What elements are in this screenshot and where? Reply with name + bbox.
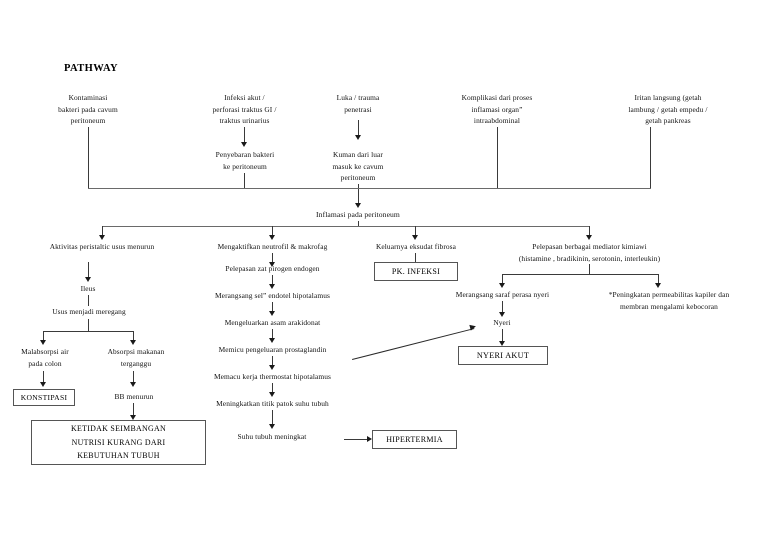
node-thermostat: Memacu kerja thermostat hipotalamus [214, 372, 331, 381]
diagnosis-pk-infeksi[interactable]: PK. INFEKSI [374, 262, 458, 281]
arrow-absorpsi-to-bb [130, 382, 136, 387]
connector-malabsorpsi-to-konstipasi [43, 371, 44, 384]
arrow-titikpatok-to-suhu [269, 424, 275, 429]
connector-mediator-split-bar [502, 274, 658, 275]
node-inflamasi-peritoneum: Inflamasi pada peritoneum [316, 210, 400, 219]
arrow-neutrofil-to-pirogen [269, 262, 275, 267]
node-malabsorpsi: Malabsorpsi air pada colon [21, 347, 69, 368]
connector-prostaglandin-to-nyeri [352, 328, 475, 360]
arrow-nyeri-to-nyeriakut [499, 341, 505, 346]
node-luka-trauma: Luka / trauma penetrasi [336, 93, 380, 114]
node-bb-menurun: BB menurun [114, 392, 154, 401]
connector-split-right [133, 331, 134, 342]
connector-bb-to-nutrisi [133, 403, 134, 417]
connector-neutrofil-to-pirogen [272, 253, 273, 264]
arrow-suhu-to-hipertermia [367, 436, 372, 442]
connector-kuman-to-inflamasi [358, 184, 359, 205]
node-usus-meregang: Usus menjadi meregang [52, 307, 126, 316]
arrow-infeksi-to-penyebaran [241, 142, 247, 147]
arrow-to-permeabilitas [655, 283, 661, 288]
diagnosis-hipertermia[interactable]: HIPERTERMIA [372, 430, 457, 449]
node-eksudat: Keluarnya eksudat fibrosa [375, 242, 457, 251]
diagnosis-nyeri-akut[interactable]: NYERI AKUT [458, 346, 548, 365]
node-nyeri: Nyeri [493, 318, 511, 327]
arrow-to-absorpsi [130, 340, 136, 345]
node-komplikasi: Komplikasi dari proses inflamasi organ” … [461, 93, 533, 125]
node-ileus: Ileus [80, 284, 96, 293]
connector-absorpsi-to-bb [133, 371, 134, 384]
connector-suhu-to-hipertermia [344, 439, 369, 440]
connector-peristaltik-to-ileus [88, 262, 89, 279]
node-penyebaran-bakteri: Penyebaran bakteri ke peritoneum [215, 150, 275, 171]
bus-inflammation-effects [102, 226, 589, 227]
connector-mediator-split-stem [589, 264, 590, 274]
connector-iritan-bus [650, 127, 651, 188]
page-title: PATHWAY [64, 63, 118, 74]
connector-nyeri-to-nyeriakut [502, 329, 503, 343]
connector-mediator-right [658, 274, 659, 285]
node-saraf-nyeri: Merangsang saraf perasa nyeri [455, 290, 550, 299]
connector-komplikasi-bus [497, 127, 498, 188]
node-arakidonat: Mengeluarkan asam arakidonat [224, 318, 321, 327]
arrow-peristaltik-to-ileus [85, 277, 91, 282]
node-pirogen: Pelepasan zat pirogen endogen [225, 264, 320, 273]
node-suhu-meningkat: Suhu tubuh meningkat [237, 432, 307, 441]
diagnosis-ketidakseimbangan-nutrisi[interactable]: KETIDAK SEIMBANGAN NUTRISI KURANG DARI K… [31, 420, 206, 465]
connector-luka-to-kuman [358, 120, 359, 137]
connector-usus-split-bar [43, 331, 134, 332]
connector-kontaminasi-bus [88, 127, 89, 188]
connector-eksudat-to-pkinfeksi [415, 253, 416, 265]
node-infeksi-akut: Infeksi akut / perforasi traktus GI / tr… [212, 93, 277, 125]
arrow-bus-to-mediator [586, 235, 592, 240]
connector-ileus-to-usus [88, 295, 89, 306]
node-neutrofil: Mengaktifkan neutrofil & makrofag [217, 242, 328, 251]
connector-endotel-to-arakidonat [272, 302, 273, 313]
arrow-arakidonat-to-prostaglandin [269, 338, 275, 343]
arrow-prostaglandin-to-thermostat [269, 365, 275, 370]
arrow-bus-to-neutrofil [269, 235, 275, 240]
connector-inflamasi-to-bus [358, 221, 359, 226]
arrow-prostaglandin-to-nyeri [469, 323, 477, 331]
connector-infeksi-to-penyebaran [244, 127, 245, 144]
connector-prostaglandin-to-thermostat [272, 356, 273, 367]
connector-bus-to-peristaltik [102, 226, 103, 237]
connector-penyebaran-bus [244, 173, 245, 188]
arrow-thermostat-to-titikpatok [269, 392, 275, 397]
connector-usus-split-stem [88, 319, 89, 331]
arrow-bus-to-eksudat [412, 235, 418, 240]
node-absorpsi-terganggu: Absorpsi makanan terganggu [107, 347, 165, 368]
connector-pirogen-to-endotel [272, 275, 273, 286]
connector-arakidonat-to-prostaglandin [272, 329, 273, 340]
node-endotel: Merangsang sel” endotel hipotalamus [215, 291, 330, 300]
arrow-to-saraf-nyeri [499, 283, 505, 288]
arrow-to-malabsorpsi [40, 340, 46, 345]
node-iritan: Iritan langsung (getah lambung / getah e… [628, 93, 708, 125]
diagnosis-konstipasi[interactable]: KONSTIPASI [13, 389, 75, 406]
bus-etiology [88, 188, 651, 189]
arrow-pirogen-to-endotel [269, 284, 275, 289]
connector-titikpatok-to-suhu [272, 410, 273, 426]
node-mediator: Pelepasan berbagai mediator kimiawi (his… [518, 242, 661, 263]
node-permeabilitas: *Peningkatan permeabilitas kapiler dan m… [608, 290, 730, 311]
connector-bus-to-eksudat [415, 226, 416, 237]
node-prostaglandin: Memicu pengeluaran prostaglandin [218, 345, 327, 354]
arrow-sarafnyeri-to-nyeri [499, 312, 505, 317]
node-titik-patok: Meningkatkan titik patok suhu tubuh [216, 399, 329, 408]
connector-bus-to-neutrofil [272, 226, 273, 237]
node-peristaltik: Aktivitas peristaltic usus menurun [49, 242, 155, 251]
node-kuman-luar: Kuman dari luar masuk ke cavum peritoneu… [332, 150, 384, 182]
arrow-malabsorpsi-to-konstipasi [40, 382, 46, 387]
arrow-luka-to-kuman [355, 135, 361, 140]
connector-mediator-left [502, 274, 503, 285]
arrow-bb-to-nutrisi [130, 415, 136, 420]
node-kontaminasi: Kontaminasi bakteri pada cavum peritoneu… [58, 93, 118, 125]
connector-sarafnyeri-to-nyeri [502, 301, 503, 314]
connector-bus-to-mediator [589, 226, 590, 237]
arrow-to-inflamasi [355, 203, 361, 208]
arrow-bus-to-peristaltik [99, 235, 105, 240]
connector-thermostat-to-titikpatok [272, 383, 273, 394]
connector-split-left [43, 331, 44, 342]
arrow-endotel-to-arakidonat [269, 311, 275, 316]
